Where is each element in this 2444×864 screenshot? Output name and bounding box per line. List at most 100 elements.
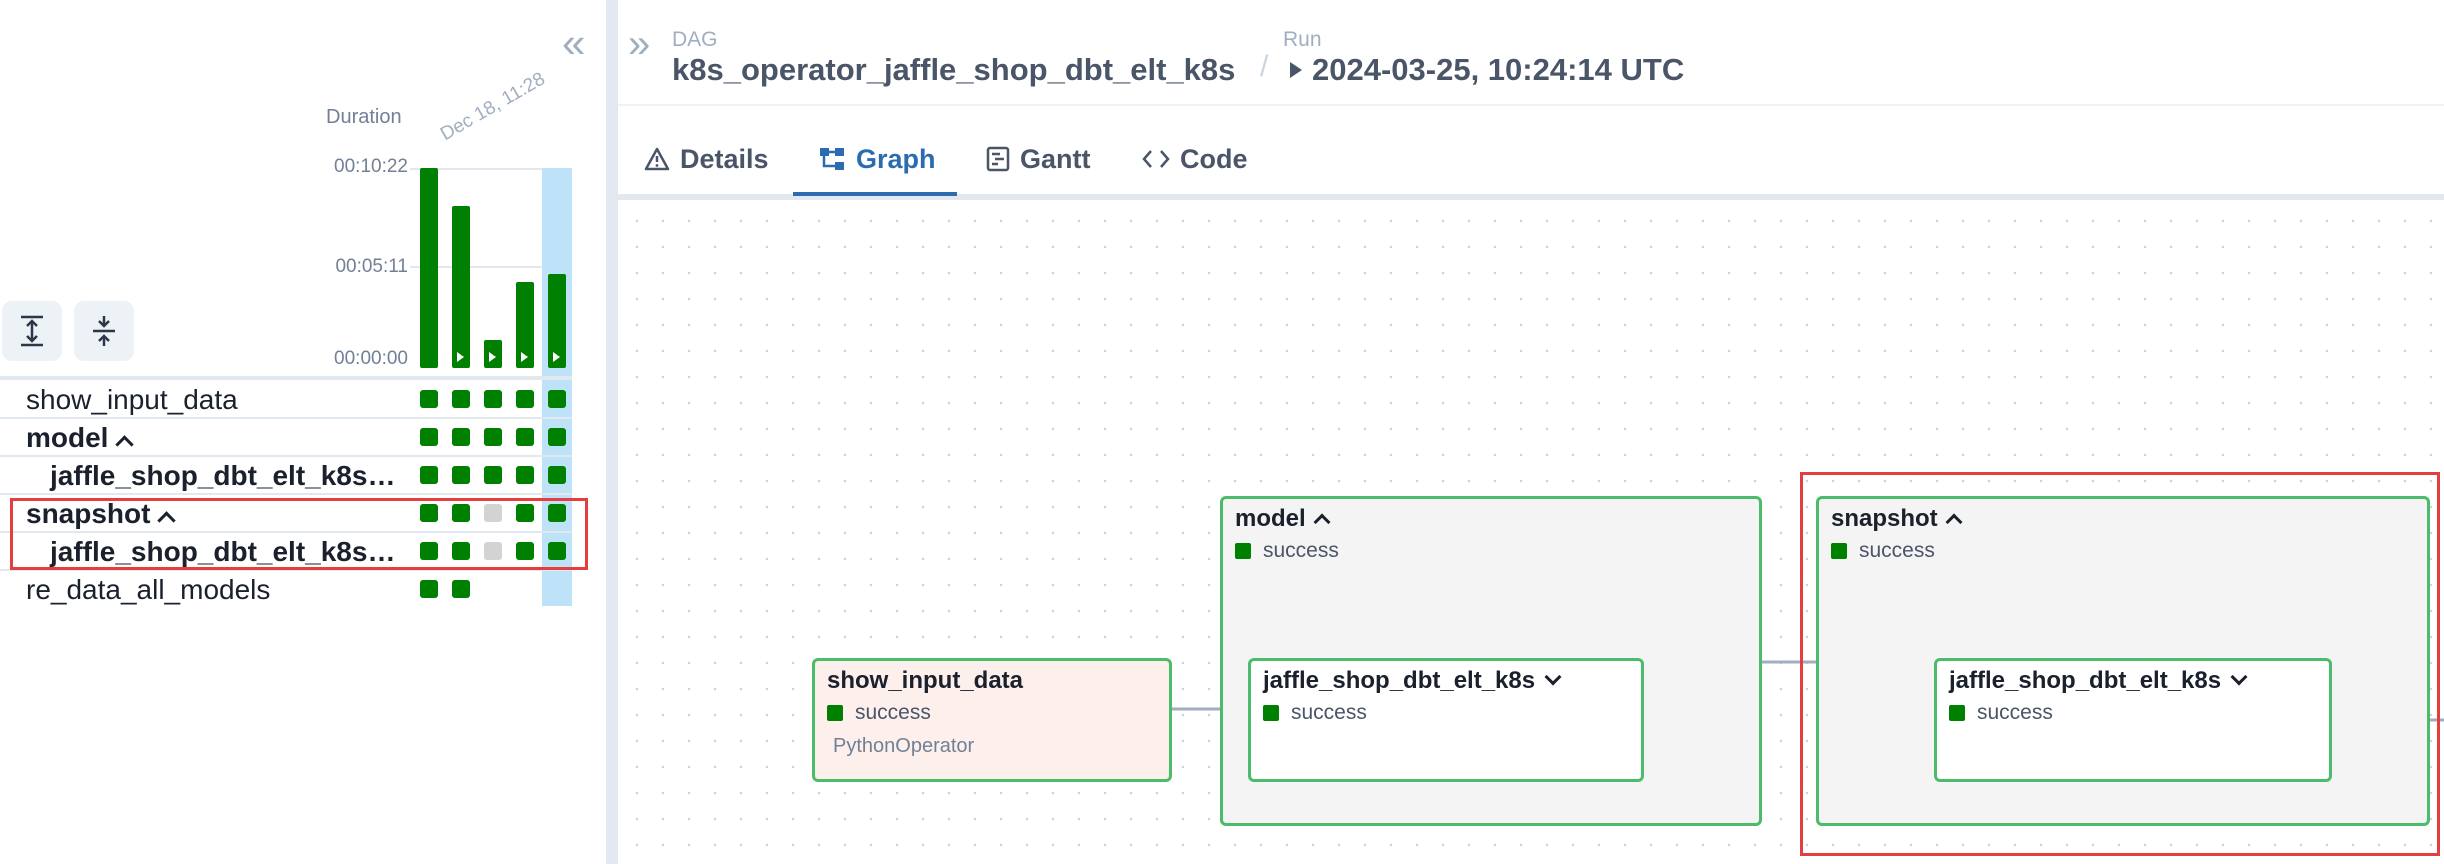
snapshot-task-status: success xyxy=(1949,701,2053,725)
task-instance-cell[interactable] xyxy=(452,504,470,522)
run-duration-bar[interactable] xyxy=(452,206,470,368)
expand-panel-icon[interactable]: » xyxy=(628,22,651,66)
graph-icon xyxy=(820,148,844,170)
duration-label: Duration xyxy=(326,106,402,128)
panel-resize-handle[interactable] xyxy=(606,0,618,864)
task-instance-cell[interactable] xyxy=(452,390,470,408)
status-success-icon xyxy=(1263,705,1279,721)
tabs-divider xyxy=(618,194,2444,200)
dag-breadcrumb-label: DAG xyxy=(672,28,718,51)
chevron-down-icon[interactable] xyxy=(1544,668,1562,686)
operator-label: PythonOperator xyxy=(833,735,975,757)
model-task-status-text: success xyxy=(1291,701,1367,724)
snapshot-group-status: success xyxy=(1831,539,1935,563)
task-instance-cell[interactable] xyxy=(484,428,502,446)
gantt-icon xyxy=(986,146,1010,172)
task-instance-cell[interactable] xyxy=(420,466,438,484)
task-instance-cell[interactable] xyxy=(420,428,438,446)
task-instance-cell[interactable] xyxy=(548,466,566,484)
task-instance-cell[interactable] xyxy=(516,542,534,560)
tab-details[interactable]: Details xyxy=(644,124,769,194)
task-instance-cell[interactable] xyxy=(484,390,502,408)
selected-run-column[interactable] xyxy=(542,168,572,606)
task-row-label: re_data_all_models xyxy=(26,574,271,605)
task-instance-cell[interactable] xyxy=(548,504,566,522)
task-instance-cell[interactable] xyxy=(420,542,438,560)
tab-gantt-label: Gantt xyxy=(1020,143,1091,174)
task-instance-cell[interactable] xyxy=(452,466,470,484)
active-tab-indicator xyxy=(793,192,957,196)
task-instance-cell[interactable] xyxy=(516,466,534,484)
status-success-icon xyxy=(827,705,843,721)
run-type-icon xyxy=(489,352,496,362)
task-instance-cell[interactable] xyxy=(452,542,470,560)
snapshot-group-title: snapshot xyxy=(1831,505,1938,532)
grid-panel: « Duration Dec 18, 11:28 00:10:22 00:05:… xyxy=(0,0,606,864)
duration-tick-mid: 00:05:11 xyxy=(335,256,408,277)
graph-canvas[interactable]: model success snapshot success show_inpu… xyxy=(618,200,2444,864)
run-type-icon xyxy=(457,352,464,362)
task-row-name[interactable]: model xyxy=(26,422,135,454)
collapse-panel-icon[interactable]: « xyxy=(562,19,586,66)
duration-tick-max: 00:10:22 xyxy=(334,156,408,177)
model-task-node[interactable]: jaffle_shop_dbt_elt_k8s success xyxy=(1248,658,1644,782)
task-row-label: model xyxy=(26,422,109,453)
task-instance-cell[interactable] xyxy=(516,390,534,408)
tab-graph[interactable]: Graph xyxy=(818,124,936,194)
task-row-name[interactable]: re_data_all_models xyxy=(26,574,270,606)
header-divider xyxy=(618,104,2444,106)
task-instance-cell[interactable] xyxy=(452,580,470,598)
collapse-all-button[interactable] xyxy=(74,301,134,361)
snapshot-highlight-box xyxy=(10,498,588,570)
task-row-name[interactable]: snapshot xyxy=(26,498,177,530)
task-instance-cell[interactable] xyxy=(516,504,534,522)
task-row-divider xyxy=(0,493,572,495)
task-instance-cell[interactable] xyxy=(420,504,438,522)
task-instance-cell[interactable] xyxy=(484,504,502,522)
task-instance-cell[interactable] xyxy=(548,390,566,408)
run-breadcrumb-link[interactable]: 2024-03-25, 10:24:14 UTC xyxy=(1312,52,1685,87)
task-instance-cell[interactable] xyxy=(420,580,438,598)
run-duration-bar[interactable] xyxy=(516,282,534,368)
task-instance-cell[interactable] xyxy=(484,542,502,560)
snapshot-task-status-text: success xyxy=(1977,701,2053,724)
task-instance-cell[interactable] xyxy=(548,428,566,446)
task-row-name[interactable]: jaffle_shop_dbt_elt_k8s… xyxy=(50,536,395,568)
task-row-name[interactable]: show_input_data xyxy=(26,384,238,416)
run-duration-bar[interactable] xyxy=(548,274,566,368)
task-instance-cell[interactable] xyxy=(548,542,566,560)
tab-graph-label: Graph xyxy=(856,143,936,174)
tab-details-label: Details xyxy=(680,143,769,174)
snapshot-group-highlight-box xyxy=(1800,472,2440,856)
show-input-data-status: success xyxy=(827,701,931,725)
duration-tick-min: 00:00:00 xyxy=(334,348,408,369)
tab-code-label: Code xyxy=(1180,143,1248,174)
status-success-icon xyxy=(1831,543,1847,559)
model-task-title: jaffle_shop_dbt_elt_k8s xyxy=(1263,667,1536,694)
run-date-label: Dec 18, 11:28 xyxy=(437,68,549,146)
tab-code[interactable]: Code xyxy=(1142,124,1248,194)
tab-gantt[interactable]: Gantt xyxy=(986,124,1091,194)
snapshot-task-node[interactable]: jaffle_shop_dbt_elt_k8s success xyxy=(1934,658,2332,782)
task-row-name[interactable]: jaffle_shop_dbt_elt_k8s… xyxy=(50,460,395,492)
chevron-up-icon[interactable] xyxy=(115,435,135,454)
task-row-label: snapshot xyxy=(26,498,151,529)
task-row-divider xyxy=(0,417,572,419)
chevron-up-icon[interactable] xyxy=(1313,513,1331,531)
dag-breadcrumb-link[interactable]: k8s_operator_jaffle_shop_dbt_elt_k8s xyxy=(672,52,1236,87)
status-success-icon xyxy=(1949,705,1965,721)
expand-all-icon xyxy=(21,315,43,347)
run-breadcrumb-label: Run xyxy=(1283,28,1322,51)
task-instance-cell[interactable] xyxy=(484,466,502,484)
run-duration-bar[interactable] xyxy=(420,168,438,368)
task-instance-cell[interactable] xyxy=(420,390,438,408)
task-instance-cell[interactable] xyxy=(516,428,534,446)
task-instance-cell[interactable] xyxy=(452,428,470,446)
task-row-divider xyxy=(0,455,572,457)
run-duration-bar[interactable] xyxy=(484,340,502,368)
model-group-title: model xyxy=(1235,505,1306,532)
run-type-icon xyxy=(553,352,560,362)
expand-all-button[interactable] xyxy=(2,301,62,361)
show-input-data-node[interactable]: show_input_data success PythonOperator xyxy=(812,658,1172,782)
duration-grid-line xyxy=(410,266,572,268)
